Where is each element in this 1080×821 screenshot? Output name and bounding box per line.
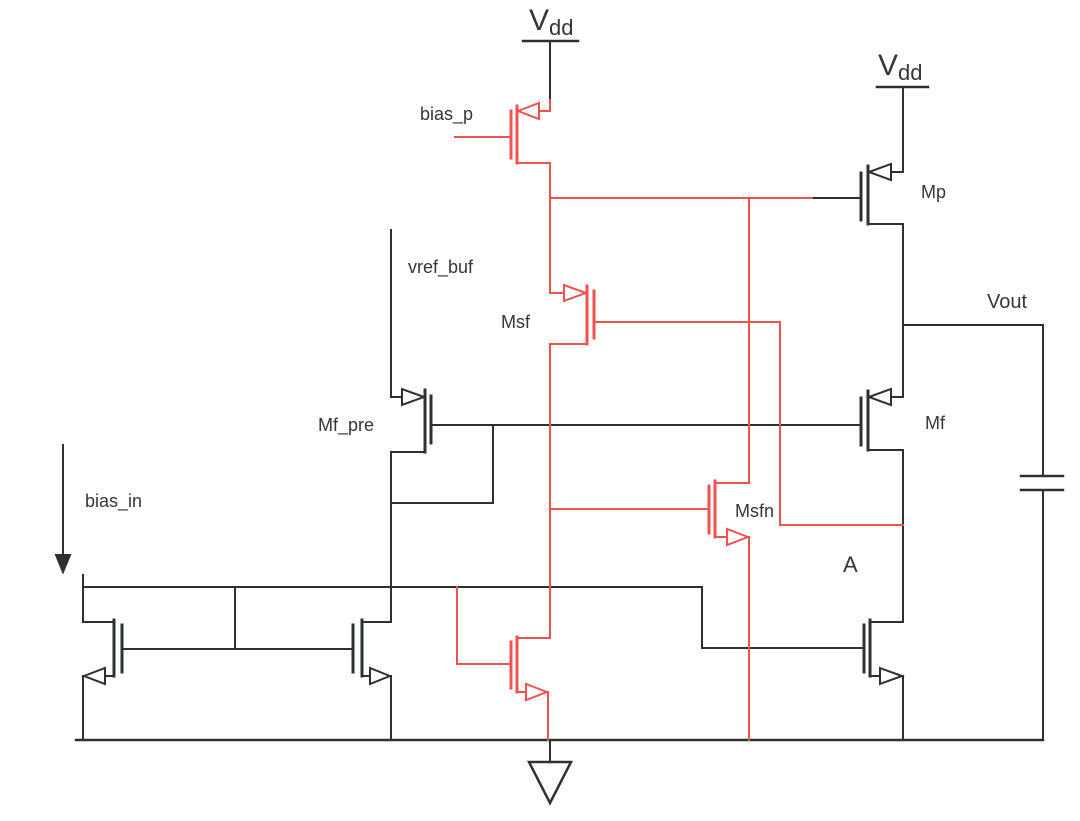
msf-drain-wire <box>516 343 588 639</box>
msf-source-wire <box>549 197 565 294</box>
biasp-drain-wire <box>516 162 551 199</box>
nmos3-source-arrow <box>879 666 905 686</box>
vout-wire <box>902 324 1044 477</box>
mfpre-source-arrow <box>401 387 427 407</box>
vdd-right-lead-mp-source <box>890 86 904 173</box>
rednmos-source-arrow <box>525 682 550 702</box>
vref-buf-label: vref_buf <box>408 257 474 278</box>
vref-buf-wire <box>390 229 403 398</box>
mp-label: Mp <box>921 182 946 202</box>
nmos1-drain-step <box>82 574 115 623</box>
vdd-left-label: Vdd <box>529 4 574 40</box>
rednmos-gate-lead <box>456 586 512 665</box>
bias-in-label: bias_in <box>85 491 142 512</box>
bias-p-label: bias_p <box>420 104 473 125</box>
mf-pre-label: Mf_pre <box>318 415 374 436</box>
msf-source-arrow <box>563 283 589 303</box>
msfn-label: Msfn <box>735 501 774 521</box>
vout-label: Vout <box>987 291 1027 313</box>
mfpre-gate-drain-loop <box>390 424 494 504</box>
biasp-source-wire <box>538 99 551 112</box>
vdd-right-label: Vdd <box>878 49 923 85</box>
nmos2-source-arrow <box>369 666 393 686</box>
mf-source-arrow <box>866 387 892 407</box>
mf-drain-node-a-wire <box>867 449 904 623</box>
mp-drain-wire <box>867 223 904 398</box>
ground-symbol <box>526 760 574 806</box>
node-a-label: A <box>843 552 858 577</box>
mfpre-drain-wire <box>361 451 426 623</box>
bias-in-arrowhead <box>54 554 72 575</box>
mp-source-arrow <box>866 162 892 182</box>
bias-rail <box>82 586 865 649</box>
nmos1-source-arrow <box>81 666 106 686</box>
mf-label: Mf <box>925 413 946 433</box>
vdd-left-label-subscript: dd <box>549 15 573 40</box>
msfn-drain-riser <box>714 197 750 484</box>
vdd-right-label-subscript: dd <box>898 60 922 85</box>
msfn-source-arrow <box>726 527 751 547</box>
biasp-source-arrow <box>515 101 540 121</box>
msf-gate-to-node-a <box>593 321 904 526</box>
msf-label: Msf <box>501 312 531 332</box>
